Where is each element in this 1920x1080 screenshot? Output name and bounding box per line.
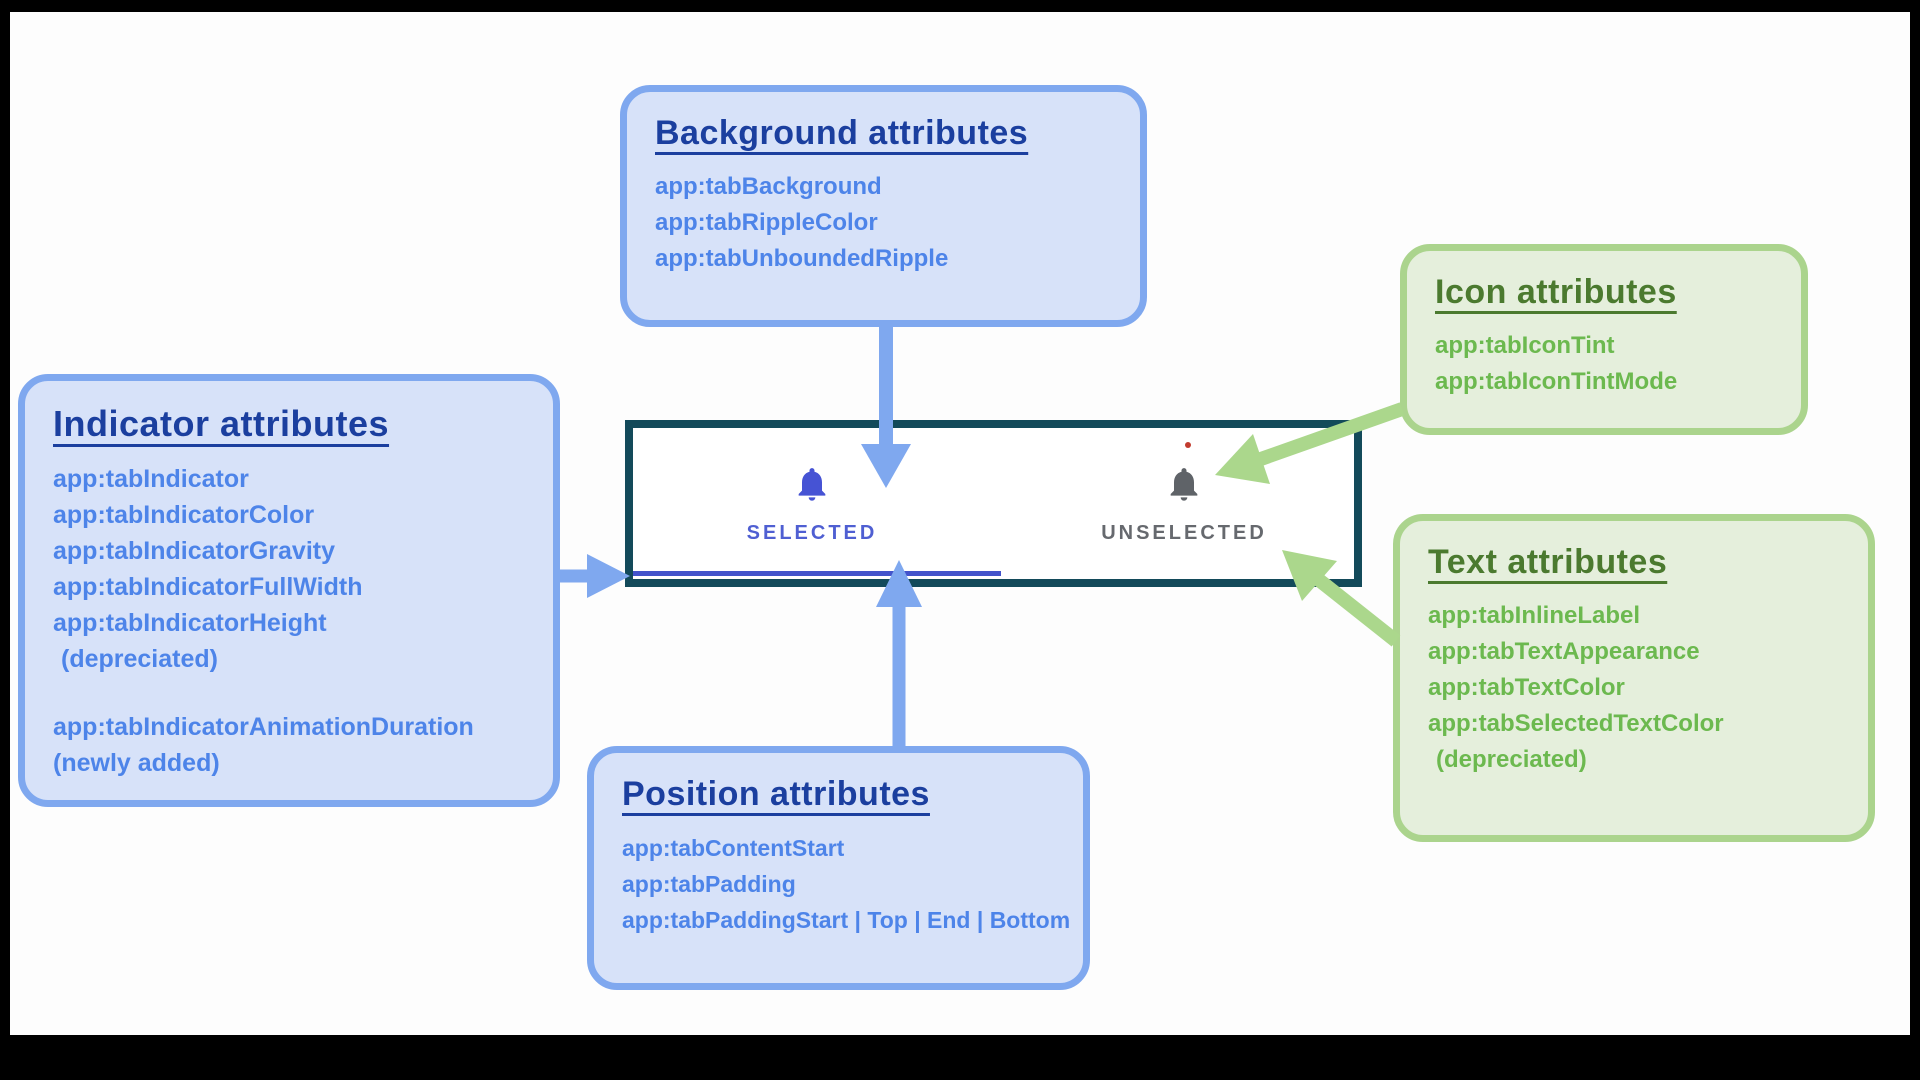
attribute-item: (newly added) <box>53 749 220 777</box>
attribute-item: (depreciated) <box>61 645 218 673</box>
attribute-item: app:tabIconTintMode <box>1435 368 1678 395</box>
attribute-list: app:tabIconTint app:tabIconTintMode <box>1435 328 1773 400</box>
box-title: Icon attributes <box>1435 273 1677 311</box>
attribute-item: app:tabContentStart <box>622 835 845 861</box>
attribute-item: app:tabIndicator <box>53 465 249 493</box>
attribute-item: (depreciated) <box>1436 746 1587 773</box>
tab-unselected-label: UNSELECTED <box>1101 522 1267 544</box>
tab-indicator-line <box>633 571 1001 576</box>
bell-icon <box>1170 468 1198 501</box>
attribute-item: app:tabSelectedTextColor <box>1428 710 1724 737</box>
attribute-list: app:tabBackground app:tabRippleColor app:t… <box>655 169 1112 277</box>
attribute-item: app:tabTextColor <box>1428 674 1625 701</box>
attribute-item: app:tabIndicatorAnimationDuration <box>53 713 474 741</box>
attribute-item: app:tabIndicatorColor <box>53 501 315 529</box>
attribute-item: app:tabPadding <box>622 871 796 897</box>
bell-icon <box>798 468 826 501</box>
attribute-list: app:tabInlineLabel app:tabTextAppearance a… <box>1428 598 1840 778</box>
attribute-item: app:tabUnboundedRipple <box>655 245 949 272</box>
attribute-item <box>53 677 525 709</box>
attribute-item: app:tabIndicatorGravity <box>53 537 335 565</box>
red-dot-artifact <box>1185 442 1191 448</box>
attribute-item: app:tabIconTint <box>1435 332 1615 359</box>
tab-selected[interactable]: SELECTED <box>652 464 972 559</box>
tab-selected-label: SELECTED <box>746 522 878 544</box>
attribute-list: app:tabIndicator app:tabIndicatorColor app… <box>53 461 525 781</box>
box-title: Text attributes <box>1428 543 1668 581</box>
attribute-item: app:tabBackground <box>655 173 882 200</box>
arrow-position-to-indicator-icon <box>876 560 922 749</box>
attribute-item: app:tabPaddingStart | Top | End | Bottom <box>622 907 1071 933</box>
tablayout-panel: SELECTED UNSELECTED <box>625 420 1362 587</box>
box-title: Indicator attributes <box>53 403 390 444</box>
arrow-indicator-to-panel-icon <box>560 554 630 598</box>
box-title: Position attributes <box>622 775 930 813</box>
attribute-item: app:tabTextAppearance <box>1428 638 1700 665</box>
attribute-item: app:tabRippleColor <box>655 209 878 236</box>
tab-unselected[interactable]: UNSELECTED <box>1024 464 1344 559</box>
box-title: Background attributes <box>655 114 1029 152</box>
attribute-item: app:tabIndicatorFullWidth <box>53 573 363 601</box>
attribute-list: app:tabContentStart app:tabPadding app:tab… <box>622 830 1071 938</box>
attribute-item: app:tabInlineLabel <box>1428 602 1641 629</box>
attribute-item: app:tabIndicatorHeight <box>53 609 327 637</box>
